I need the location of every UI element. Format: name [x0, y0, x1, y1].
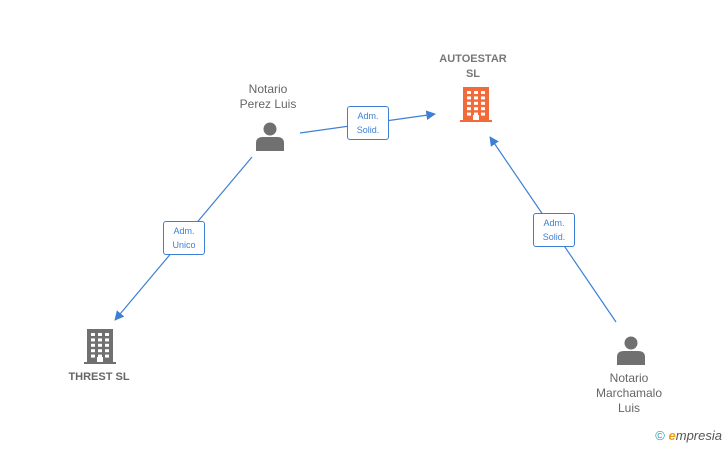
node-label-marchamalo[interactable]: Notario Marchamalo Luis — [595, 371, 663, 415]
node-label-autoestar[interactable]: AUTOESTAR SL — [439, 53, 507, 80]
person-icon-perez[interactable] — [256, 122, 284, 152]
person-icon-marchamalo[interactable] — [617, 336, 645, 366]
edge-label-marchamalo-autoestar[interactable]: Adm. Solid. — [533, 213, 575, 247]
brand-initial: e — [668, 428, 676, 443]
brand-name: mpresia — [675, 428, 722, 443]
empresia-watermark: © empresia — [655, 428, 722, 443]
building-icon-autoestar[interactable] — [460, 87, 492, 122]
node-label-threst[interactable]: THREST SL — [68, 371, 130, 383]
edge-label-perez-threst[interactable]: Adm. Unico — [163, 221, 205, 255]
node-label-perez[interactable]: Notario Perez Luis — [239, 82, 297, 111]
copyright-symbol: © — [655, 428, 665, 443]
edge-label-perez-autoestar[interactable]: Adm. Solid. — [347, 106, 389, 140]
building-icon-threst[interactable] — [84, 329, 116, 364]
